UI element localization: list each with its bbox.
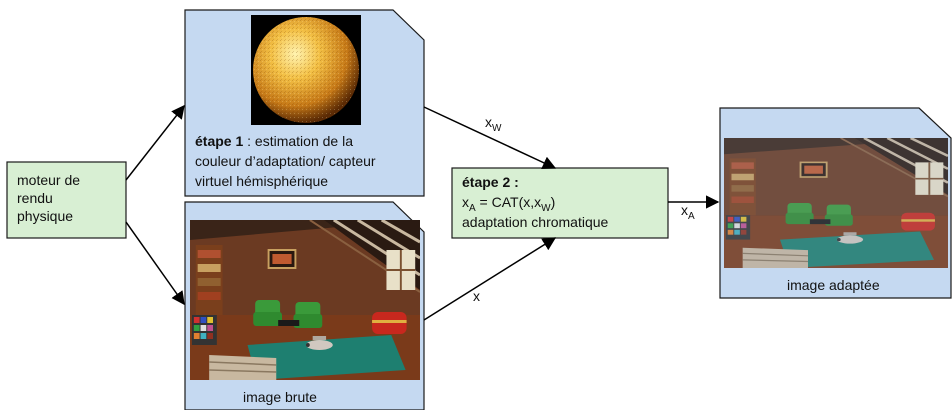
label-xa-sub: A [688,211,695,222]
moteur-label-2: rendu [17,190,53,206]
moteur-label-3: physique [17,208,73,224]
etape1-line-2: couleur d’adaptation/ capteur [195,153,376,169]
etape1-box: étape 1 : estimation de la couleur d’ada… [184,9,425,197]
label-x: x [473,288,480,304]
arrows [125,104,720,321]
attic-room-render [190,220,420,380]
etape2-formula-end: ) [551,194,556,210]
sphere-image [251,15,361,125]
label-xa: xA [681,202,695,222]
arrow-moteur-to-brute [125,221,185,306]
etape2-formula: xA = CAT(x,xW) [462,194,555,214]
arrow-brute-to-etape2 [423,237,557,321]
etape1-line-3: virtuel hémisphérique [195,173,328,189]
label-xw-sub: W [492,123,502,134]
etape1-line-1: étape 1 : estimation de la [195,133,353,149]
etape1-line1-rest: : estimation de la [243,133,353,149]
arrow-etape1-to-etape2 [423,106,557,169]
moteur-label-1: moteur de [17,172,80,188]
brute-box: image brute [184,201,425,410]
label-xa-base: x [681,202,688,218]
etape2-box: étape 2 : xA = CAT(x,xW) adaptation chro… [451,167,669,239]
etape2-title: étape 2 : [462,174,519,190]
brute-caption: image brute [243,389,317,405]
etape2-line-3: adaptation chromatique [462,214,609,230]
moteur-box-bg [6,161,127,239]
etape2-formula-sub-w: W [541,203,551,214]
label-xw: xW [485,114,502,134]
label-xw-base: x [485,114,492,130]
arrow-moteur-to-etape1 [125,104,185,181]
attic-room-adapted [724,138,948,268]
etape2-box-bg [451,167,669,239]
adaptee-caption: image adaptée [787,277,880,293]
etape2-formula-sub-a: A [469,203,476,214]
etape1-bold: étape 1 [195,133,243,149]
moteur-box: moteur de rendu physique [6,161,127,239]
etape2-formula-x: x [462,194,469,210]
adaptee-box: image adaptée [719,107,952,299]
etape2-formula-mid: = CAT(x,x [476,194,541,210]
